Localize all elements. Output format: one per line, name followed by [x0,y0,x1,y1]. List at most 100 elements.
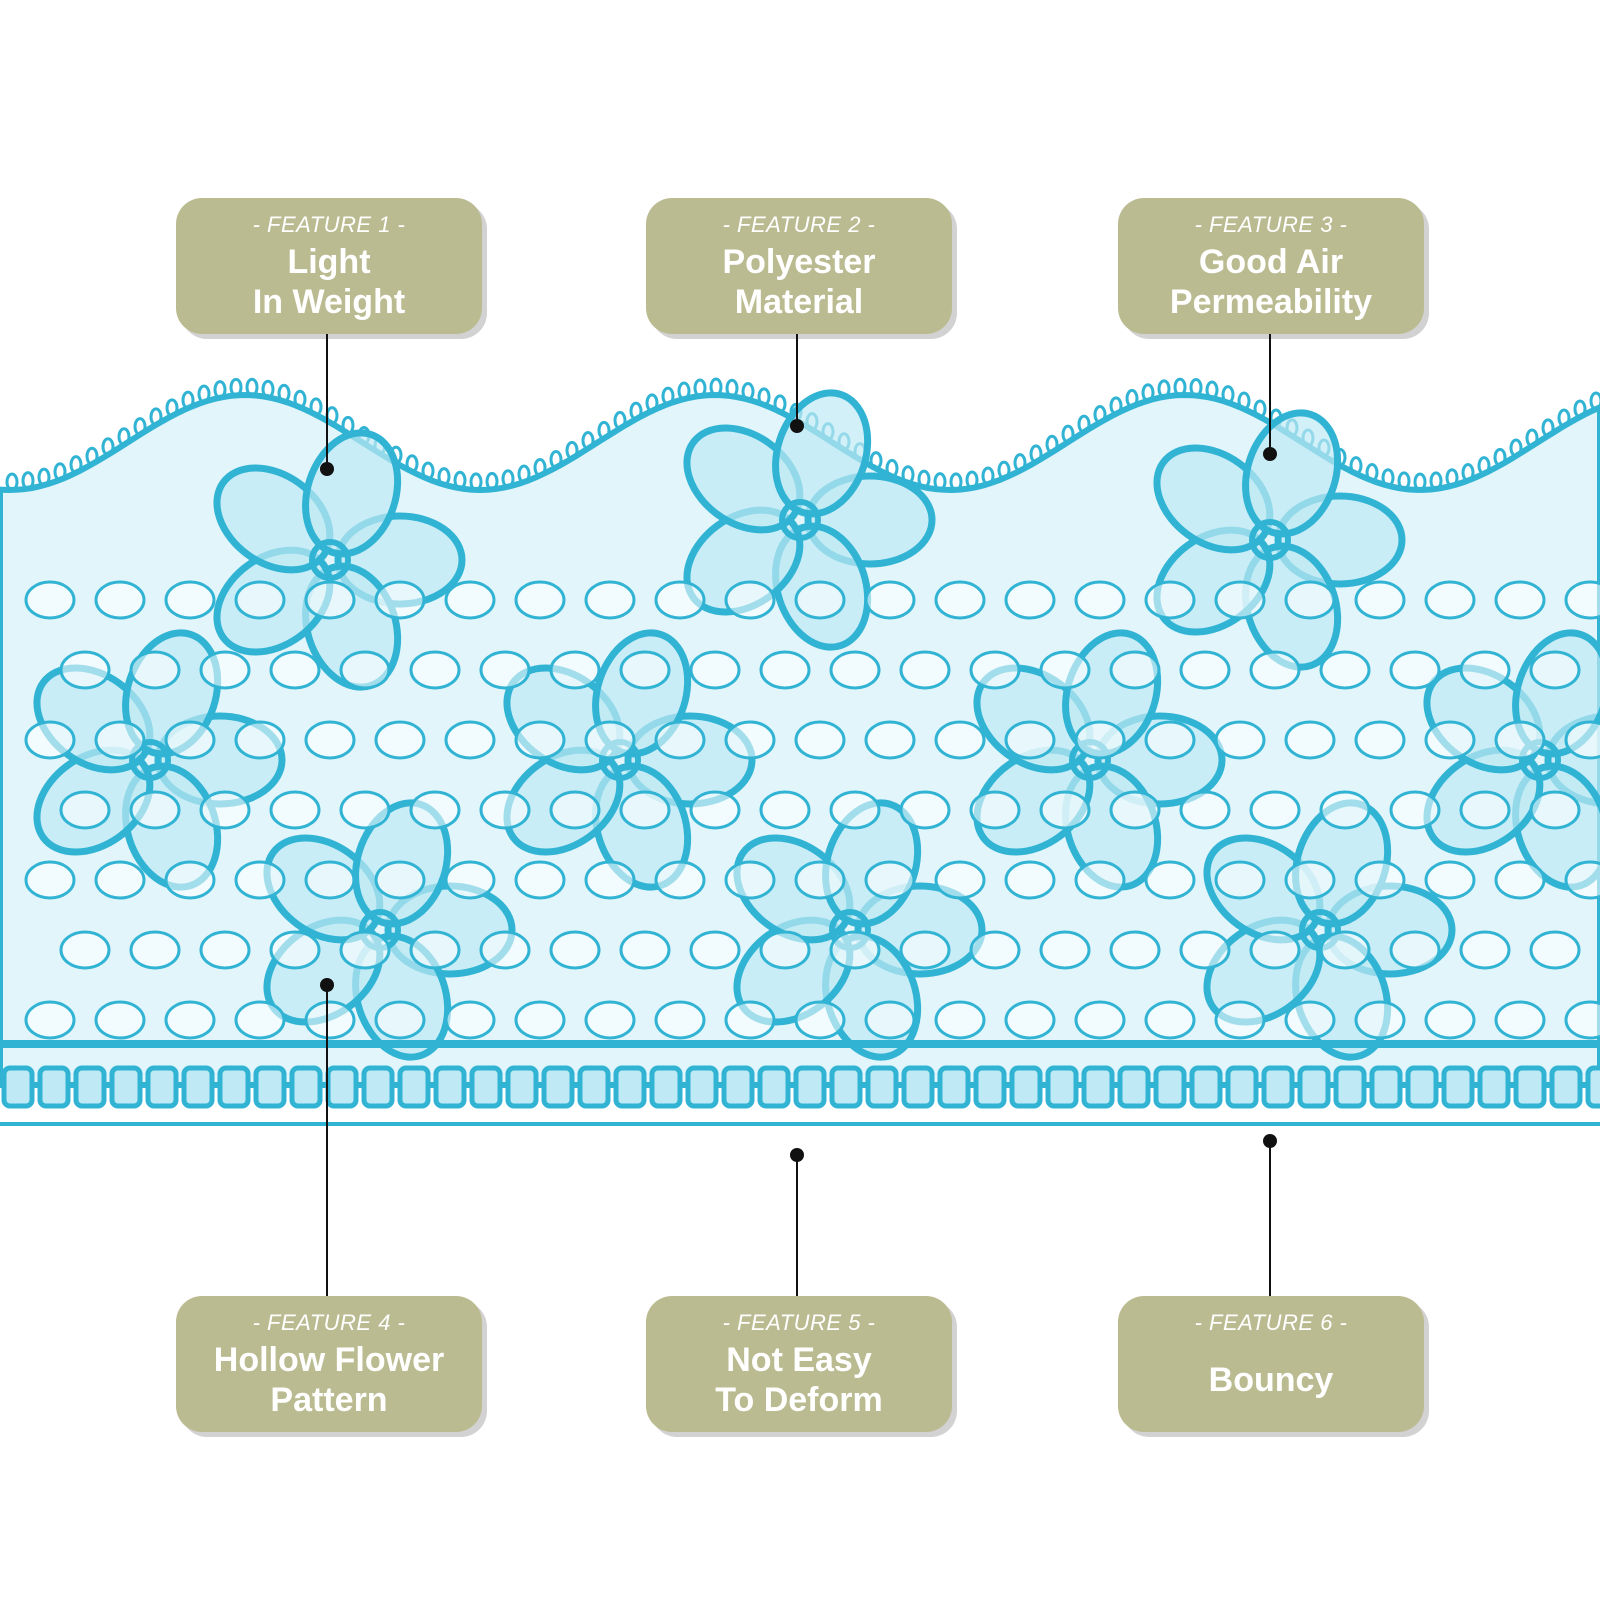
feature-1-title-line-1: Light [287,243,371,281]
lace-top-picot [229,377,243,397]
lace-top-picot [261,379,275,399]
lace-flower-center [129,739,171,781]
feature-5-leader-line [796,1155,798,1296]
lace-mesh-hole [689,930,741,970]
lace-mesh-hole [1074,1000,1126,1040]
lace-mesh-hole [59,790,111,830]
lace-mesh-hole [269,650,321,690]
lace-mesh-hole [59,650,111,690]
feature-1-title: Light In Weight [176,242,482,322]
lace-bottom-block [1549,1065,1583,1109]
lace-flower-petal [1153,444,1274,554]
lace-top-picot [1557,408,1571,428]
lace-mesh-hole [759,790,811,830]
feature-5-title: Not Easy To Deform [646,1340,952,1420]
lace-top-picot [37,467,51,487]
lace-mesh-hole [1144,580,1196,620]
lace-top-picot [565,440,579,460]
lace-mesh-hole [1319,650,1371,690]
feature-1-title-line-2: In Weight [252,283,406,321]
lace-mesh-hole [864,860,916,900]
lace-mesh-hole [899,650,951,690]
feature-2-title-line-2: Material [734,283,864,321]
lace-top-picot [405,454,419,474]
lace-top-picot [1253,399,1267,419]
lace-mesh-hole [479,790,531,830]
lace-mesh-hole [199,650,251,690]
lace-mesh-hole [549,790,601,830]
lace-mesh-hole [1529,790,1581,830]
feature-3-title: Good Air Permeability [1118,242,1424,322]
lace-mesh-hole [969,650,1021,690]
lace-top-picot [293,389,307,409]
feature-2-title: Polyester Material [646,242,952,322]
feature-5-badge: - FEATURE 5 - Not Easy To Deform [646,1296,952,1432]
lace-mesh-hole [1039,930,1091,970]
lace-mesh-hole [654,580,706,620]
lace-mesh-hole [444,720,496,760]
lace-top-picot [117,427,131,447]
lace-mesh-hole [1074,580,1126,620]
lace-mesh-hole [409,930,461,970]
lace-top-picot [517,464,531,484]
lace-mesh-hole [759,650,811,690]
lace-mesh-hole [899,790,951,830]
lace-mesh-hole [1004,720,1056,760]
lace-bottom-block [253,1065,287,1109]
lace-bottom-block [721,1065,755,1109]
lace-mesh-hole [1354,580,1406,620]
lace-top-picot [1493,447,1507,467]
lace-mesh-hole [514,860,566,900]
lace-bottom-block [685,1065,719,1109]
lace-mesh-hole [1424,1000,1476,1040]
feature-2-badge: - FEATURE 2 - Polyester Material [646,198,952,334]
lace-mesh-hole [269,790,321,830]
lace-bottom-block [829,1065,863,1109]
lace-top-picot [1205,380,1219,400]
lace-mesh-hole [339,650,391,690]
lace-mesh-hole [1494,1000,1546,1040]
lace-top-picot [1141,383,1155,403]
lace-mesh-hole [409,790,461,830]
lace-top-picot [421,461,435,481]
feature-1-leader-dot [320,462,334,476]
lace-top-picot [629,401,643,421]
lace-bottom-block [1297,1065,1331,1109]
lace-top-picot [1077,414,1091,434]
lace-top-picot [1221,385,1235,405]
lace-top-picot [661,386,675,406]
lace-top-picot [597,420,611,440]
lace-top-picot [1029,444,1043,464]
lace-top-picot [1589,391,1600,411]
lace-top-picot [757,387,771,407]
lace-mesh-hole [1494,720,1546,760]
lace-mesh-hole [1214,580,1266,620]
lace-mesh-hole [1214,860,1266,900]
lace-mesh-hole [164,580,216,620]
lace-bottom-block [541,1065,575,1109]
lace-bottom-block [1405,1065,1439,1109]
lace-bottom-block [433,1065,467,1109]
lace-mesh-hole [934,1000,986,1040]
lace-mesh-hole [94,720,146,760]
lace-bottom-block [1369,1065,1403,1109]
lace-mesh-hole [619,790,671,830]
lace-mesh-hole [444,1000,496,1040]
lace-top-picot [1477,456,1491,476]
lace-mesh-hole [1564,720,1600,760]
lace-top-picot [197,384,211,404]
lace-top-picot [21,471,35,491]
lace-mesh-hole [829,650,881,690]
lace-mesh-hole [1144,860,1196,900]
lace-mesh-hole [1214,720,1266,760]
feature-1-badge: - FEATURE 1 - Light In Weight [176,198,482,334]
lace-mesh-hole [1144,1000,1196,1040]
lace-top-picot [1157,379,1171,399]
lace-mesh-hole [304,580,356,620]
lace-mesh-hole [514,580,566,620]
lace-mesh-hole [164,1000,216,1040]
lace-mesh-hole [829,930,881,970]
lace-bottom-block [1009,1065,1043,1109]
lace-top-picot [1013,453,1027,473]
lace-mesh-hole [1284,720,1336,760]
